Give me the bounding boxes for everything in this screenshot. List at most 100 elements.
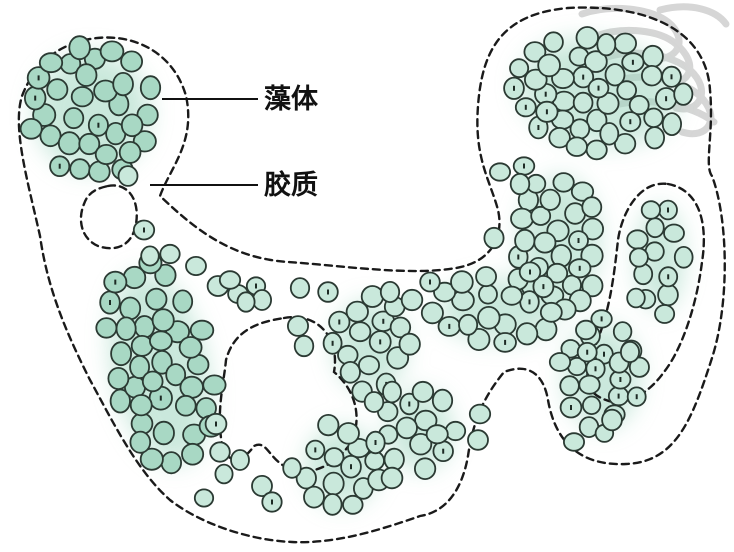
- algal-cell: [348, 321, 372, 343]
- algal-cell: [450, 270, 474, 294]
- algal-cell: [295, 466, 317, 490]
- algal-cell: [599, 122, 620, 146]
- algal-cell: [519, 290, 540, 314]
- algal-cell: [380, 466, 404, 490]
- algal-cell: [129, 394, 153, 417]
- algal-cell: [500, 285, 524, 306]
- algal-cell: [613, 32, 638, 55]
- algal-cell: [204, 412, 228, 436]
- algal-cell: [289, 277, 311, 299]
- algal-cell: [530, 205, 552, 226]
- algal-cell: [139, 75, 162, 101]
- algal-cell: [613, 132, 637, 155]
- algal-cell: [568, 258, 592, 279]
- algal-cell: [129, 430, 152, 454]
- algal-cell: [543, 31, 564, 53]
- algal-cell: [601, 408, 623, 432]
- algal-cell: [389, 316, 412, 339]
- algal-cell: [581, 274, 604, 298]
- algal-cell: [178, 336, 203, 359]
- algal-cell: [383, 447, 405, 471]
- algal-cell: [514, 97, 537, 118]
- algal-cell: [616, 80, 637, 101]
- algal-cell: [509, 58, 530, 79]
- algal-cell: [107, 366, 130, 390]
- algal-cell: [129, 354, 151, 380]
- algal-cell: [548, 352, 572, 372]
- algal-cell: [172, 289, 194, 314]
- algal-cell: [559, 375, 580, 397]
- algal-cell: [475, 266, 498, 288]
- algal-cell: [570, 181, 595, 202]
- algal-cell: [645, 217, 665, 239]
- algal-cell: [179, 375, 204, 399]
- algal-cell: [663, 223, 685, 243]
- algal-cell: [425, 424, 449, 445]
- algal-cell: [317, 413, 340, 437]
- algal-cell: [584, 50, 608, 73]
- algal-cell: [336, 422, 360, 445]
- algal-cell: [661, 112, 683, 136]
- gelatinous-matrix-label: 胶质: [264, 169, 318, 201]
- algal-cell: [398, 332, 421, 356]
- algal-cell: [317, 281, 339, 303]
- algal-cell: [159, 243, 181, 265]
- algal-cell: [512, 156, 536, 176]
- algal-cell: [24, 85, 47, 111]
- algal-cell: [626, 386, 647, 407]
- algal-cell: [621, 52, 645, 73]
- algal-cell: [409, 433, 433, 456]
- algal-cell: [189, 319, 215, 341]
- algal-cell: [282, 457, 302, 479]
- algal-cell: [641, 44, 664, 68]
- algal-cell: [468, 403, 492, 425]
- algal-cell: [185, 255, 207, 276]
- algal-cell: [322, 331, 343, 355]
- algal-cell: [576, 342, 598, 363]
- algal-cell: [340, 454, 362, 479]
- algal-cell: [607, 385, 630, 407]
- algal-cell: [458, 313, 479, 336]
- algal-cell: [510, 207, 534, 230]
- algal-cell: [533, 231, 557, 254]
- algal-cell: [467, 327, 491, 351]
- algal-cell: [551, 68, 575, 90]
- algal-cell: [46, 78, 69, 101]
- algal-cell: [620, 340, 641, 363]
- gelatinous-sheath: [17, 6, 726, 544]
- algal-cell: [518, 261, 542, 283]
- algal-cell: [286, 315, 309, 337]
- algal-cell: [657, 283, 679, 307]
- algal-cell: [251, 289, 272, 311]
- algal-cell: [626, 287, 646, 309]
- algal-cell: [575, 26, 600, 50]
- algal-cell: [75, 63, 98, 87]
- algal-cell: [148, 330, 173, 352]
- algal-cell: [69, 158, 91, 180]
- inner-gap-left: [79, 184, 138, 250]
- algal-cell: [218, 270, 242, 290]
- algal-cell: [604, 63, 626, 87]
- algal-cell: [546, 262, 569, 284]
- algal-cell: [467, 429, 489, 451]
- algal-cell: [539, 301, 563, 323]
- algal-cell: [654, 304, 676, 324]
- algal-cell: [140, 245, 160, 267]
- algal-cell: [395, 416, 418, 440]
- algal-cell: [523, 41, 547, 63]
- algal-cell: [145, 287, 168, 311]
- algal-cell: [99, 290, 121, 315]
- algal-cell: [139, 447, 164, 471]
- algal-cell: [488, 162, 511, 182]
- algal-cell: [578, 374, 601, 395]
- algal-cell: [509, 172, 531, 196]
- algal-cell: [640, 64, 663, 87]
- algal-cell: [209, 441, 231, 463]
- algal-cell: [342, 494, 364, 515]
- algal-cell: [95, 317, 118, 339]
- algal-cell: [433, 281, 457, 303]
- algal-cell: [251, 474, 273, 497]
- algal-cell: [523, 68, 548, 91]
- algal-cell: [596, 33, 617, 57]
- algal-cell: [515, 322, 539, 346]
